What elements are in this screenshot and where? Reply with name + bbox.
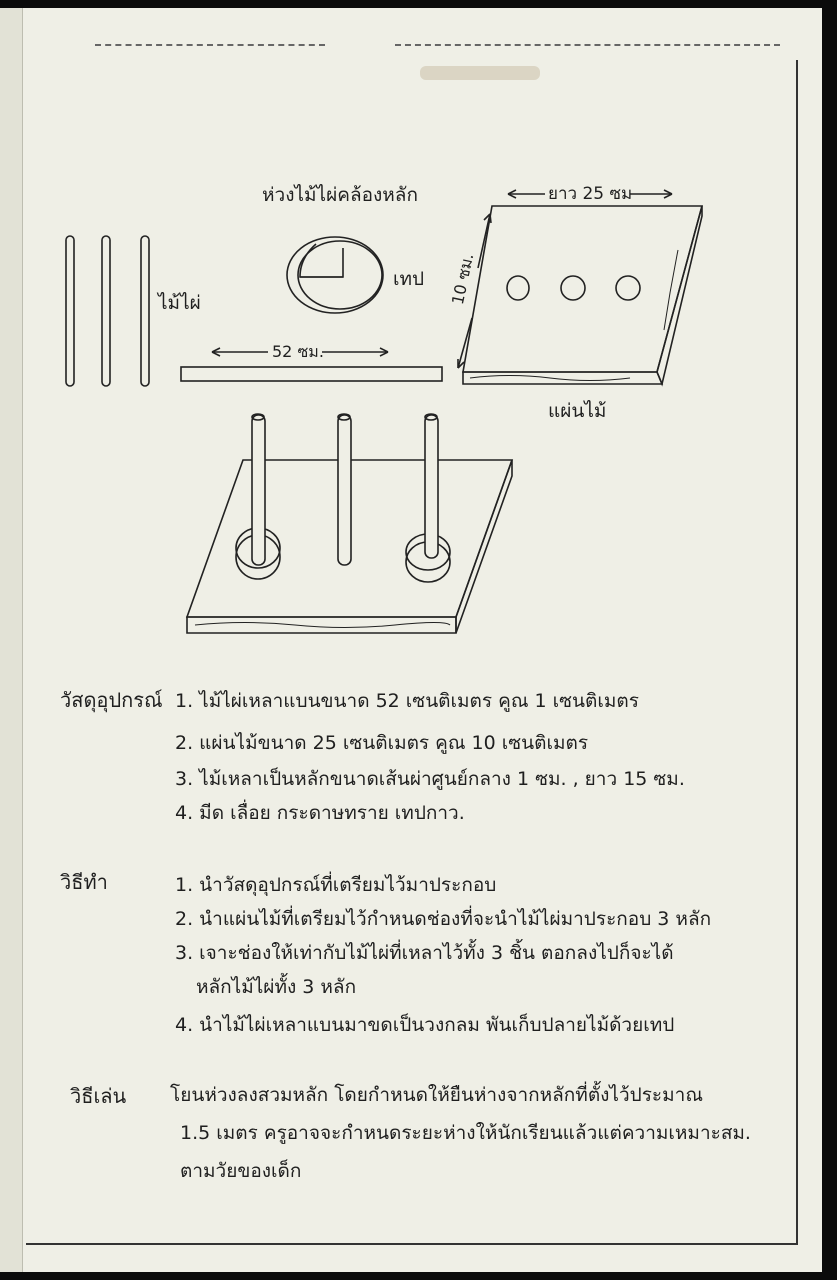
materials-item-2: 2. แผ่นไม้ขนาด 25 เซนติเมตร คูณ 10 เซนติ… (175, 732, 589, 754)
assembled-game-illustration (185, 413, 514, 634)
method-item-2: 2. นำแผ่นไม้ที่เตรียมไว้กำหนดช่องที่จะนำ… (175, 908, 712, 930)
play-line-1: โยนห่วงลงสวมหลัก โดยกำหนดให้ยืนห่างจากหล… (170, 1084, 703, 1106)
strip-length-label: 52 ซม. (272, 342, 324, 361)
method-item-3-cont: หลักไม้ไผ่ทั้ง 3 หลัก (196, 976, 357, 998)
page-spine (0, 8, 23, 1272)
board-label: แผ่นไม้ (548, 400, 607, 422)
method-item-3: 3. เจาะช่องให้เท่ากับไม้ไผ่ที่เหลาไว้ทั้… (175, 942, 674, 964)
materials-item-3: 3. ไม้เหลาเป็นหลักขนาดเส้นผ่าศูนย์กลาง 1… (175, 768, 685, 790)
board-width-label: ยาว 25 ซม (548, 184, 633, 204)
materials-item-1: 1. ไม้ไผ่เหลาแบนขนาด 52 เซนติเมตร คูณ 1 … (175, 690, 639, 712)
materials-item-4: 4. มีด เลื่อย กระดาษทราย เทปกาว. (175, 802, 465, 824)
method-item-1: 1. นำวัสดุอุปกรณ์ที่เตรียมไว้มาประกอบ (175, 874, 497, 896)
play-heading: วิธีเล่น (70, 1084, 127, 1108)
bamboo-sticks-illustration (65, 235, 150, 387)
tape-label: เทป (393, 268, 425, 290)
frame-line-bottom (26, 1243, 798, 1245)
header-dash-right (395, 44, 780, 46)
play-line-2: 1.5 เมตร ครูอาจจะกำหนดระยะห่างให้นักเรีย… (180, 1122, 751, 1144)
bamboo-label: ไม้ไผ่ (158, 292, 201, 314)
materials-heading: วัสดุอุปกรณ์ (60, 688, 163, 712)
paper-stain (420, 66, 540, 80)
board-illustration (457, 189, 704, 387)
ring-illustration (286, 236, 384, 314)
play-line-3: ตามวัยของเด็ก (180, 1160, 302, 1182)
ring-title-label: ห่วงไม้ไผ่คล้องหลัก (262, 184, 418, 206)
method-heading: วิธีทำ (60, 870, 108, 894)
paper-sheet (0, 8, 822, 1272)
method-item-4: 4. นำไม้ไผ่เหลาแบนมาขดเป็นวงกลม พันเก็บป… (175, 1014, 675, 1036)
flat-strip-illustration (180, 347, 443, 382)
frame-line-right (796, 60, 798, 1245)
header-dash-left (95, 44, 325, 46)
